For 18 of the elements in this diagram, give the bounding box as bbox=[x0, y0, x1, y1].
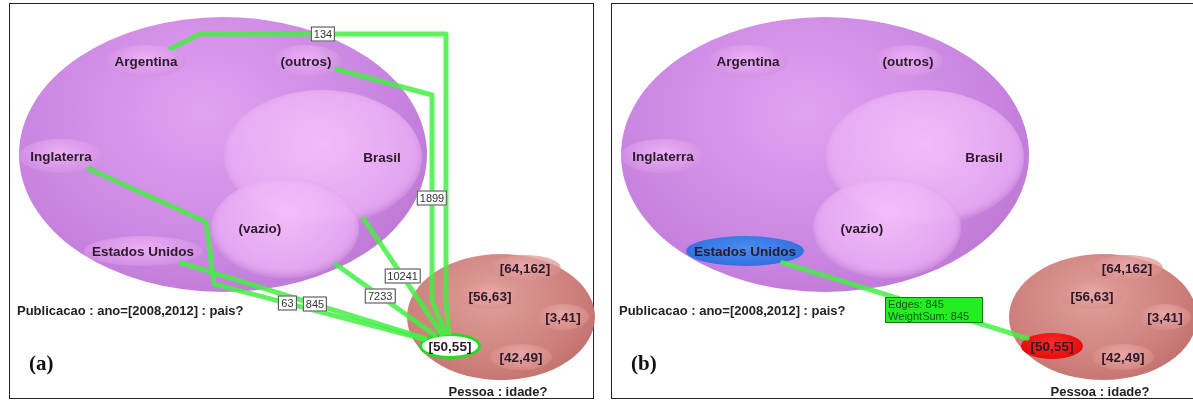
connector-line bbox=[333, 261, 437, 338]
connector-line bbox=[86, 166, 427, 342]
panel-label: (a) bbox=[29, 351, 54, 376]
set-label: Pessoa : idade? bbox=[1049, 384, 1151, 399]
connector-line bbox=[178, 260, 428, 341]
edge-label: 1899 bbox=[416, 190, 448, 205]
panel-label: (b) bbox=[631, 351, 657, 376]
set-label: Publicacao : ano=[2008,2012] : pais? bbox=[17, 303, 244, 318]
panel-frame bbox=[611, 3, 1193, 399]
edge-label: Edges: 845 WeightSum: 845 bbox=[885, 296, 984, 323]
set-label: Pessoa : idade? bbox=[447, 384, 549, 399]
set-label: Publicacao : ano=[2008,2012] : pais? bbox=[619, 303, 846, 318]
edge-label: 63 bbox=[278, 295, 297, 311]
edge-label: 10241 bbox=[384, 268, 421, 284]
edge-label: 7233 bbox=[364, 288, 396, 304]
edge-label: 134 bbox=[310, 26, 336, 42]
edge-label: 845 bbox=[302, 296, 328, 312]
panel-frame bbox=[9, 3, 594, 399]
